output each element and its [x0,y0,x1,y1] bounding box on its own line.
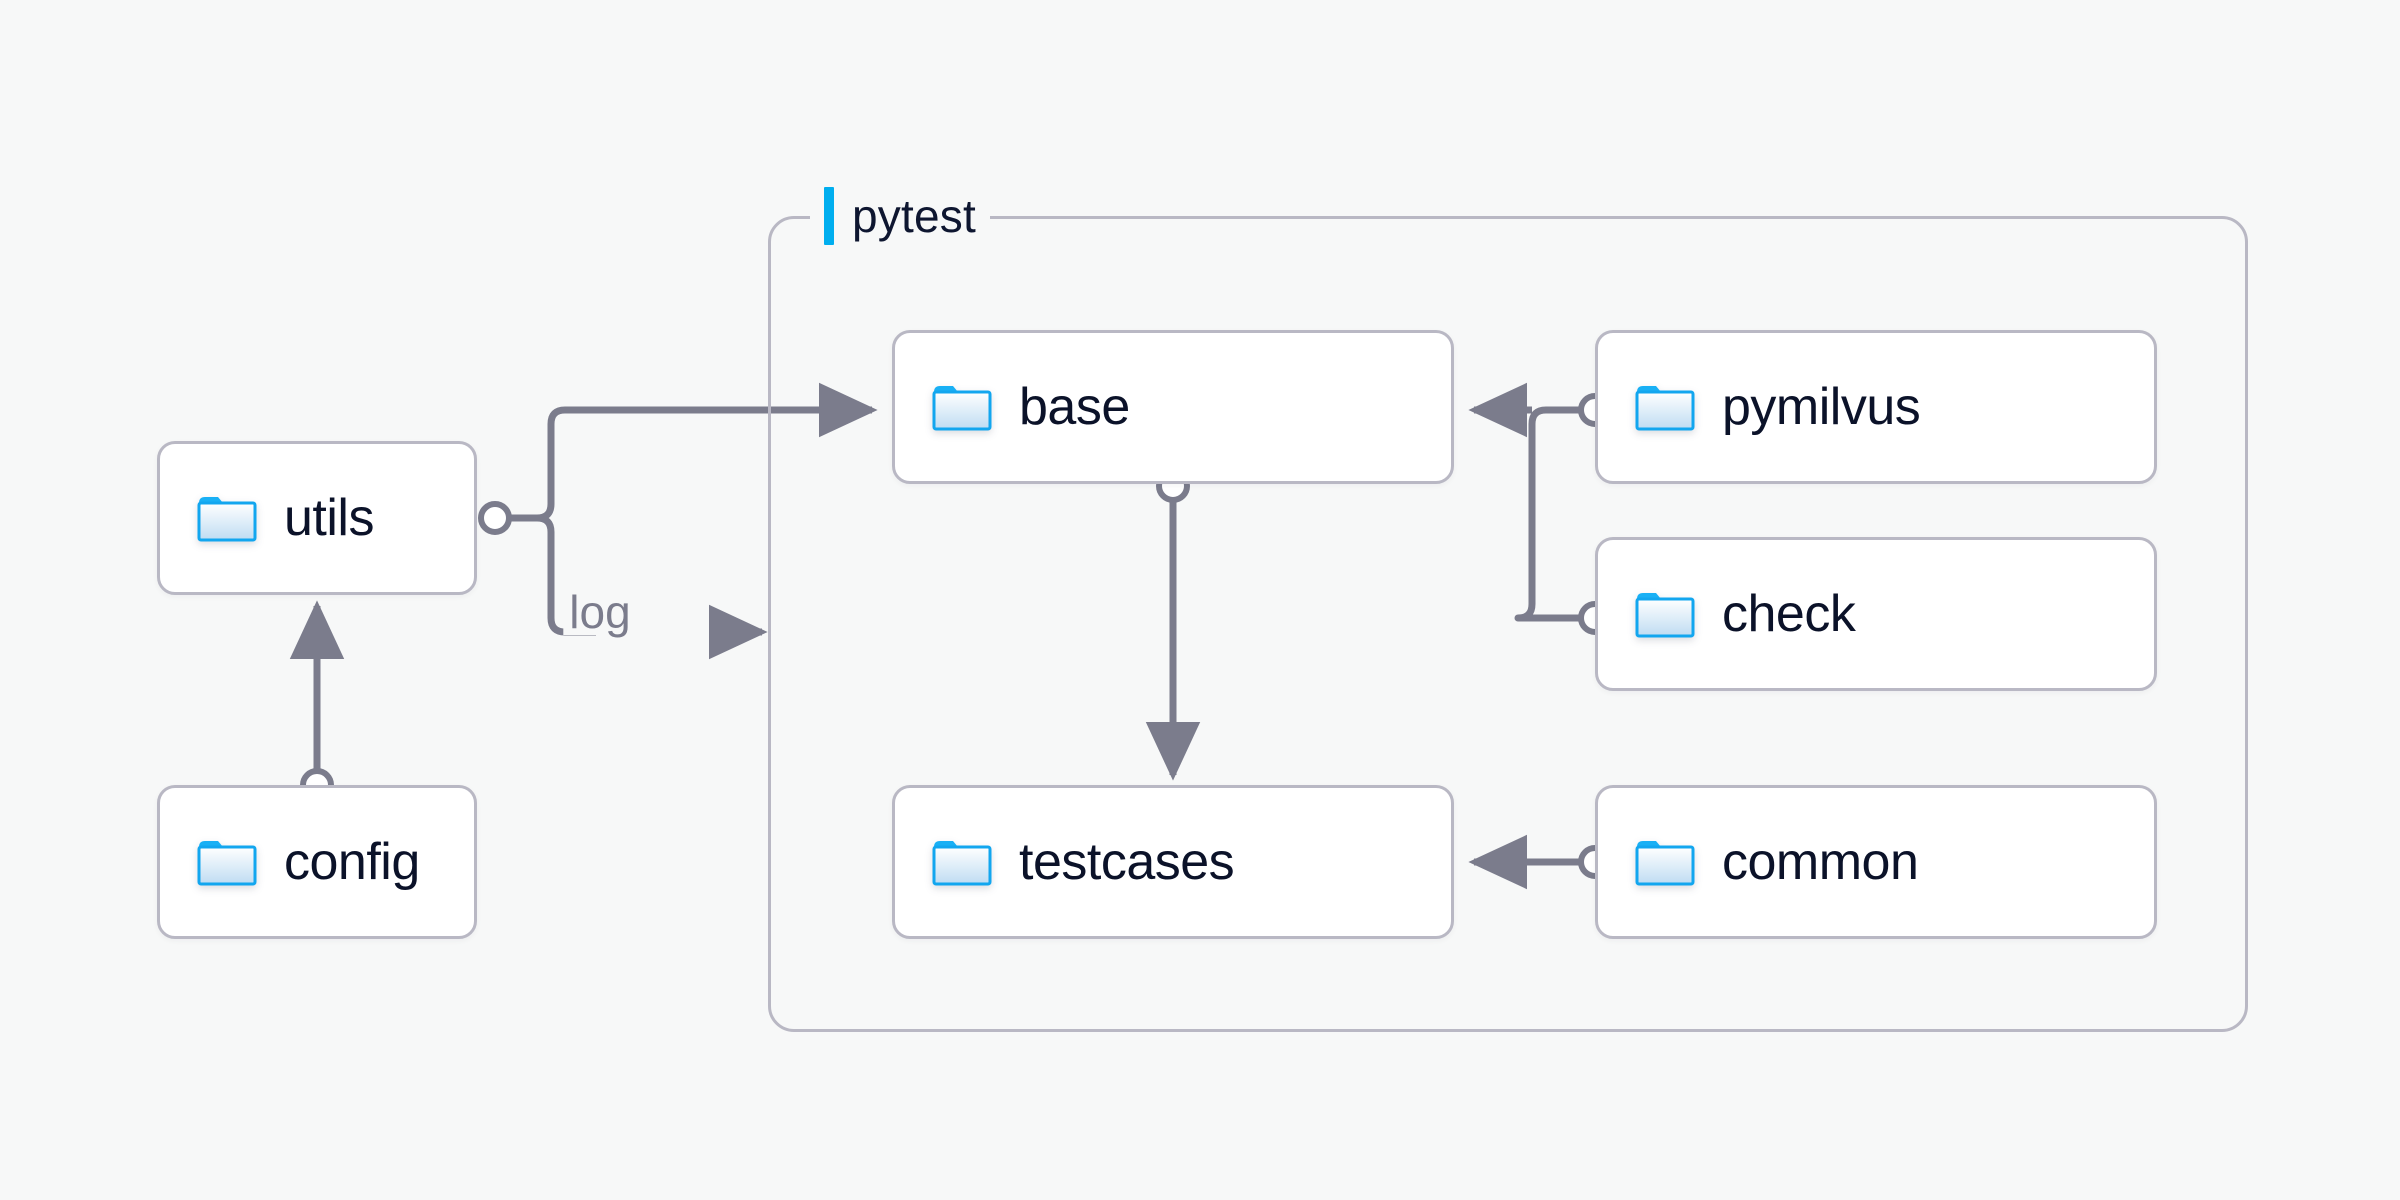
edge-label-log: log [563,589,637,635]
folder-icon [1634,836,1696,888]
node-testcases[interactable]: testcases [892,785,1454,939]
folder-icon [196,492,258,544]
group-accent-bar [824,187,834,245]
folder-icon [196,836,258,888]
node-label: utils [284,489,374,547]
node-config[interactable]: config [157,785,477,939]
node-label: check [1722,585,1856,643]
folder-icon [931,836,993,888]
group-pytest[interactable] [768,216,2248,1032]
group-label-text: pytest [852,190,976,242]
node-label: pymilvus [1722,378,1921,436]
node-label: config [284,833,420,891]
folder-icon [1634,588,1696,640]
node-check[interactable]: check [1595,537,2157,691]
node-pymilvus[interactable]: pymilvus [1595,330,2157,484]
node-utils[interactable]: utils [157,441,477,595]
node-base[interactable]: base [892,330,1454,484]
node-common[interactable]: common [1595,785,2157,939]
folder-icon [931,381,993,433]
port-utils-right[interactable] [478,501,512,535]
node-label: base [1019,378,1130,436]
node-label: common [1722,833,1919,891]
group-pytest-label: pytest [810,184,990,248]
node-label: testcases [1019,833,1235,891]
folder-icon [1634,381,1696,433]
